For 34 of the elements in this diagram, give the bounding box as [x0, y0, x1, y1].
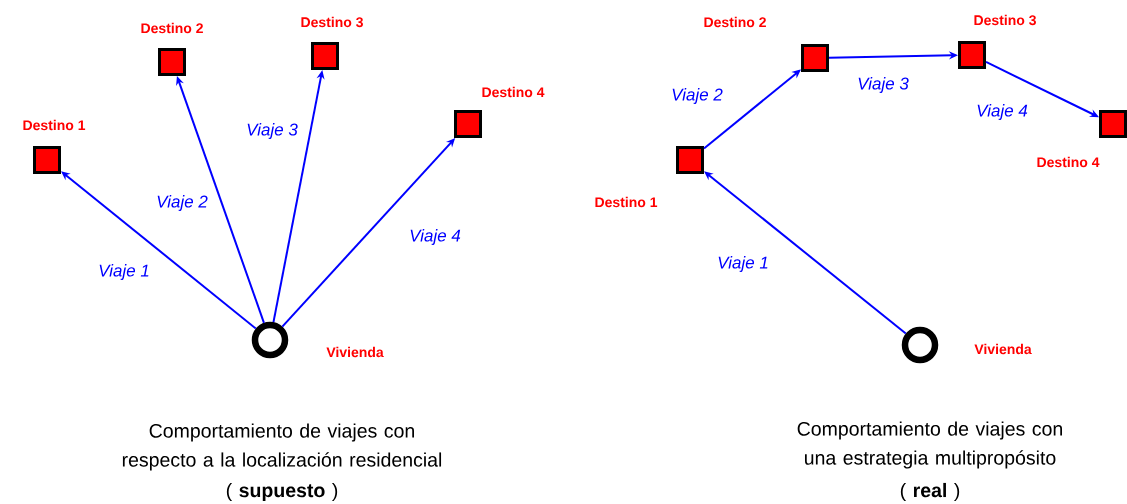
node-label: Destino 1 [595, 196, 658, 208]
node-label: Destino 2 [141, 22, 203, 34]
edge-label: Viaje 1 [716, 255, 770, 273]
destination-square [454, 110, 482, 138]
destination-square [311, 42, 339, 70]
ring-symbol [251, 321, 289, 359]
edge-label: Viaje 3 [245, 122, 299, 140]
destination-square [801, 44, 829, 72]
arrow [704, 171, 907, 335]
arrow [703, 69, 801, 150]
destination-square [958, 41, 986, 69]
edge-label: Viaje 4 [975, 103, 1029, 121]
destination-square [676, 146, 704, 174]
destination-square [1099, 110, 1127, 138]
node-label: Vivienda [974, 343, 1032, 355]
node-label: Destino 3 [301, 16, 363, 28]
caption: ( real ) [900, 482, 960, 502]
destination-square [33, 146, 61, 174]
caption: ( supuesto ) [226, 482, 338, 502]
edge-label: Viaje 3 [856, 76, 910, 94]
node-label: Destino 3 [974, 14, 1036, 26]
destination-square [158, 48, 186, 76]
arrow [985, 60, 1099, 118]
node-label: Destino 4 [1037, 156, 1100, 168]
node-label: Vivienda [326, 346, 384, 358]
node-label: Destino 2 [704, 16, 766, 28]
node-label: Destino 1 [23, 119, 86, 131]
edge-label: Viaje 1 [97, 263, 151, 281]
ring-symbol [901, 326, 939, 364]
edge-label: Viaje 2 [155, 194, 209, 212]
edge-label: Viaje 4 [408, 228, 462, 246]
arrow [61, 171, 257, 330]
node-label: Destino 4 [482, 86, 545, 98]
edge-label: Viaje 2 [670, 87, 724, 105]
